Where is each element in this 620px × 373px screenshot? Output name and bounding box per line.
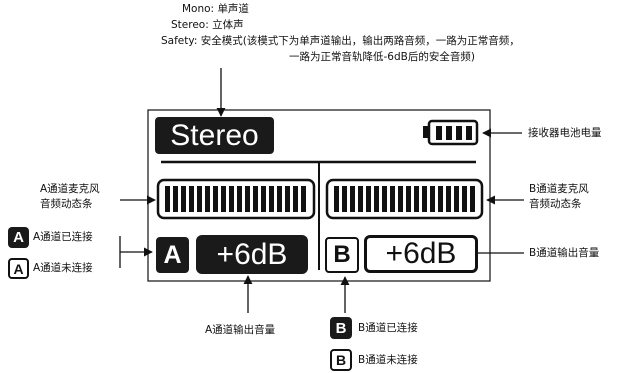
meter-segment <box>446 186 451 212</box>
meter-segment <box>382 186 387 212</box>
meter-segment <box>358 186 363 212</box>
meter-segment <box>422 186 427 212</box>
mode-label: Stereo <box>155 117 274 154</box>
a-connected-label: A通道已连接 <box>33 231 93 243</box>
meter-segment <box>342 186 347 212</box>
legend-mono: Mono: 单声道 <box>182 3 249 15</box>
a-connected-icon: A <box>8 227 29 248</box>
battery-callout: 接收器电池电量 <box>528 127 602 139</box>
meter-segment <box>221 186 226 212</box>
meter-segment <box>293 186 298 212</box>
battery-icon <box>423 119 479 146</box>
meter-segment <box>165 186 170 212</box>
meter-segment <box>470 186 475 212</box>
meter-segment <box>245 186 250 212</box>
meter-segment <box>414 186 419 212</box>
meter-segment <box>438 186 443 212</box>
meter-segment <box>253 186 258 212</box>
meter-segment <box>374 186 379 212</box>
b-connected-label: B通道已连接 <box>358 322 418 334</box>
meter-segment <box>430 186 435 212</box>
channel-b-meter <box>325 178 484 220</box>
meter-segment <box>334 186 339 212</box>
channel-a-badge: A <box>156 237 189 273</box>
legend-safety-line2: 一路为正常音轨降低-6dB后的安全音频) <box>289 51 475 63</box>
meter-segment <box>277 186 282 212</box>
channel-a-meter <box>156 178 316 220</box>
meter-segment <box>189 186 194 212</box>
b-meter-callout-line2: 音频动态条 <box>529 198 582 210</box>
meter-segment <box>181 186 186 212</box>
a-meter-callout-line1: A通道麦克风 <box>40 183 100 195</box>
meter-segment <box>237 186 242 212</box>
meter-segment <box>462 186 467 212</box>
meter-segment <box>205 186 210 212</box>
meter-segment <box>301 186 306 212</box>
meter-segment <box>269 186 274 212</box>
a-disconnected-icon: A <box>8 258 29 279</box>
a-meter-callout-line2: 音频动态条 <box>40 198 93 210</box>
legend-safety-line1: Safety: 安全模式(该模式下为单声道输出，输出两路音频，一路为正常音频， <box>161 35 520 47</box>
b-disconnected-label: B通道未连接 <box>358 354 418 366</box>
a-disconnected-label: A通道未连接 <box>33 262 93 274</box>
b-meter-callout-line1: B通道麦克风 <box>529 183 589 195</box>
meter-segment <box>285 186 290 212</box>
b-volume-callout: B通道输出音量 <box>529 247 600 259</box>
meter-segment <box>229 186 234 212</box>
meter-segment <box>398 186 403 212</box>
meter-segment <box>213 186 218 212</box>
legend-stereo: Stereo: 立体声 <box>171 19 244 31</box>
a-volume-callout: A通道输出音量 <box>205 324 276 336</box>
b-disconnected-icon: B <box>330 349 352 371</box>
channel-b-badge: B <box>325 237 359 273</box>
meter-segment <box>197 186 202 212</box>
meter-segment <box>454 186 459 212</box>
meter-segment <box>350 186 355 212</box>
meter-segment <box>366 186 371 212</box>
b-connected-icon: B <box>330 317 352 339</box>
channel-a-volume: +6dB <box>196 235 308 274</box>
meter-segment <box>261 186 266 212</box>
channel-b-volume: +6dB <box>364 235 478 273</box>
meter-segment <box>390 186 395 212</box>
meter-segment <box>173 186 178 212</box>
meter-segment <box>406 186 411 212</box>
